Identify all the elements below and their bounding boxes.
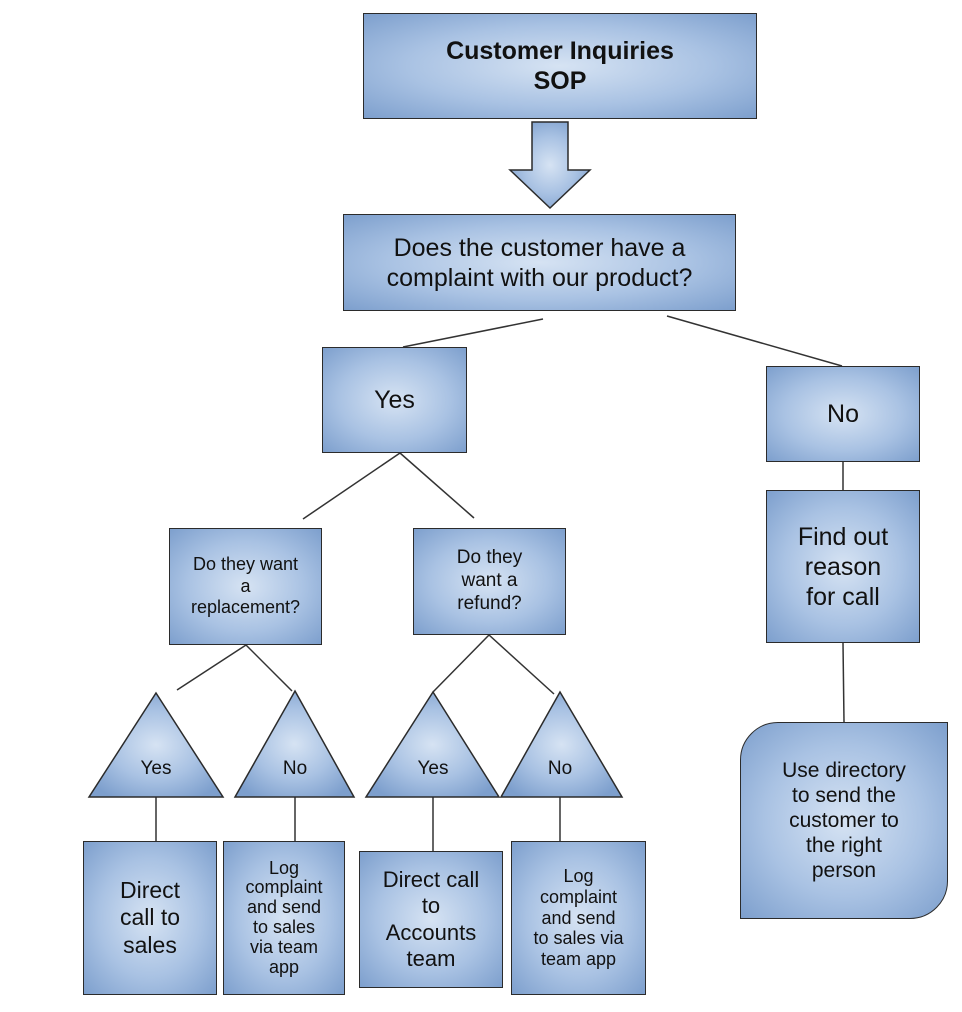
log-complaint-text-1: Log complaint and send to sales via team… (245, 857, 323, 977)
main-question-box: Does the customer have a complaint with … (343, 214, 736, 311)
title-box: Customer Inquiries SOP (363, 13, 757, 119)
find-reason-box: Find out reason for call (766, 490, 920, 643)
main-question-text: Does the customer have a complaint with … (386, 233, 693, 292)
connector-refund-no (488, 634, 555, 695)
direct-sales-text: Direct call to sales (119, 876, 181, 958)
no-text: No (827, 400, 859, 428)
refund-yes-label: Yes (417, 758, 449, 779)
direct-sales-box: Direct call to sales (83, 841, 217, 995)
log-complaint-box-2: Log complaint and send to sales via team… (511, 841, 646, 995)
refund-no-label: No (547, 758, 573, 779)
find-reason-text: Find out reason for call (797, 522, 889, 611)
triangle-replacement-yes (87, 691, 225, 798)
yes-box: Yes (322, 347, 467, 453)
connector-refund-yes (432, 634, 490, 693)
log-complaint-box-1: Log complaint and send to sales via team… (223, 841, 345, 995)
no-box: No (766, 366, 920, 462)
connector-yes-replacement (302, 452, 401, 520)
replacement-yes-label: Yes (140, 758, 172, 779)
connector-yes-refund (399, 452, 475, 519)
connector-replacement-yes (176, 644, 247, 691)
connector-find-directory (842, 642, 845, 723)
direct-accounts-box: Direct call to Accounts team (359, 851, 503, 988)
use-directory-text: Use directory to send the customer to th… (782, 758, 906, 883)
replacement-question-box: Do they want a replacement? (169, 528, 322, 645)
triangle-refund-no (499, 690, 624, 798)
refund-question-box: Do they want a refund? (413, 528, 566, 635)
connector-main-yes (402, 318, 544, 348)
log-complaint-text-2: Log complaint and send to sales via team… (533, 866, 624, 970)
refund-question-text: Do they want a refund? (456, 547, 523, 614)
down-arrow-icon (508, 121, 592, 210)
title-text: Customer Inquiries SOP (446, 37, 674, 95)
yes-text: Yes (374, 386, 415, 414)
use-directory-box: Use directory to send the customer to th… (740, 722, 948, 919)
replacement-question-text: Do they want a replacement? (190, 554, 301, 618)
direct-accounts-text: Direct call to Accounts team (382, 866, 480, 971)
triangle-refund-yes (364, 690, 501, 798)
connector-main-no (666, 315, 843, 367)
triangle-replacement-no (233, 689, 356, 798)
replacement-no-label: No (282, 758, 308, 779)
connector-replacement-no (245, 644, 293, 692)
